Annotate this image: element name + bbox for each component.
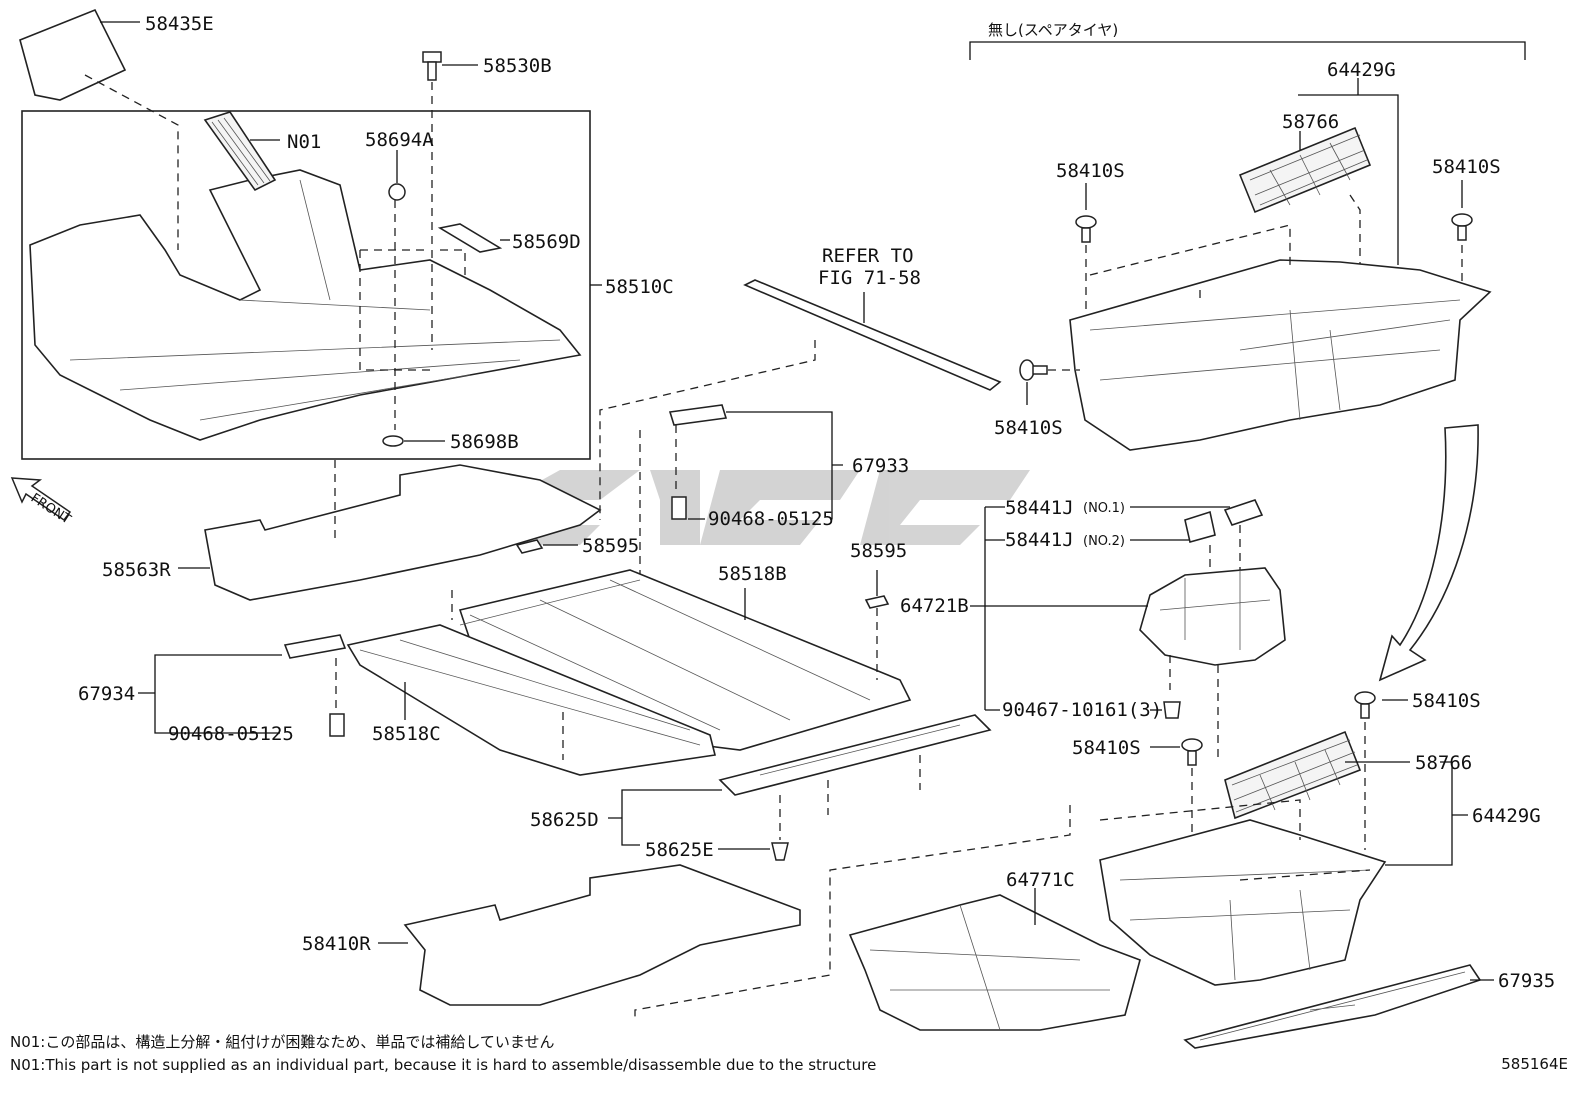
label-no2: (NO.2)	[1083, 534, 1125, 549]
note-n01-japanese: N01:この部品は、構造上分解・組付けが困難なため、単品では補給していません	[10, 1033, 555, 1051]
label-90468-05125-b: 90468-05125	[168, 723, 294, 745]
label-90468-05125-a: 90468-05125	[708, 508, 834, 530]
part-64771C-shape	[848, 894, 1141, 1031]
label-67934: 67934	[78, 683, 135, 705]
clip-58694A	[388, 183, 406, 201]
clip-90468-b	[329, 713, 345, 737]
part-58595-a	[515, 539, 544, 554]
label-67935: 67935	[1498, 970, 1555, 992]
clip-58410S-c	[1019, 359, 1048, 381]
label-58441J-a: 58441J	[1005, 497, 1074, 519]
label-58410S-c: 58410S	[994, 417, 1063, 439]
part-67933-shape	[668, 404, 728, 426]
label-58410R: 58410R	[302, 933, 371, 955]
label-58766-b: 58766	[1415, 752, 1472, 774]
part-58518C-shape	[346, 624, 716, 776]
clip-58410S-a	[1075, 215, 1097, 243]
label-fig-71-58: FIG 71-58	[818, 267, 921, 289]
label-58569D: 58569D	[512, 231, 581, 253]
label-58595-a: 58595	[582, 535, 639, 557]
part-64429G-b-shape	[1099, 819, 1387, 986]
label-58530B: 58530B	[483, 55, 552, 77]
clip-90468-a	[671, 496, 687, 520]
part-rail-shape	[743, 279, 1002, 391]
label-58410S-b: 58410S	[1432, 156, 1501, 178]
part-58441J-no2	[1184, 510, 1216, 543]
label-58595-b: 58595	[850, 540, 907, 562]
label-58563R: 58563R	[102, 559, 171, 581]
label-refer-to: REFER TO	[822, 245, 914, 267]
label-64721B: 64721B	[900, 595, 969, 617]
clip-58530B	[422, 51, 442, 81]
label-58441J-b: 58441J	[1005, 529, 1074, 551]
part-58569D-shape	[437, 223, 503, 253]
part-58766-a-shape	[1238, 126, 1372, 214]
front-arrow-icon	[10, 477, 72, 522]
header-bracket	[969, 41, 1526, 60]
label-N01: N01	[287, 131, 321, 153]
part-N01-shape	[203, 111, 277, 192]
part-58625D-shape	[718, 714, 992, 796]
label-67933: 67933	[852, 455, 909, 477]
spare-tire-header: 無し(スペアタイヤ)	[988, 21, 1119, 39]
part-58595-b	[864, 595, 890, 609]
label-58766-a: 58766	[1282, 111, 1339, 133]
part-64721B-shape	[1139, 567, 1286, 666]
label-58510C: 58510C	[605, 276, 674, 298]
label-58518B: 58518B	[718, 563, 787, 585]
part-58410R-shape	[403, 864, 801, 1006]
label-58694A: 58694A	[365, 129, 434, 151]
label-no1: (NO.1)	[1083, 501, 1125, 516]
label-58698B: 58698B	[450, 431, 519, 453]
clip-58698B	[382, 435, 404, 447]
arrow-transition-icon	[1378, 424, 1479, 682]
label-64429G-a: 64429G	[1327, 59, 1396, 81]
label-58410S-a: 58410S	[1056, 160, 1125, 182]
label-64771C: 64771C	[1006, 869, 1075, 891]
label-90467-10161: 90467-10161(3)	[1002, 699, 1162, 721]
part-67934-shape	[283, 634, 347, 659]
label-58410S-e: 58410S	[1072, 737, 1141, 759]
part-58563R-shape	[204, 464, 602, 601]
label-64429G-b: 64429G	[1472, 805, 1541, 827]
label-58410S-d: 58410S	[1412, 690, 1481, 712]
part-67935-shape	[1183, 964, 1482, 1049]
label-58435E: 58435E	[145, 13, 214, 35]
label-58518C: 58518C	[372, 723, 441, 745]
label-58625D: 58625D	[530, 809, 599, 831]
figure-number: 585164E	[1501, 1055, 1568, 1073]
clip-58410S-e	[1181, 738, 1203, 766]
clip-90467-10161	[1163, 701, 1181, 719]
clip-58410S-d	[1354, 691, 1376, 719]
part-58441J-no1	[1223, 499, 1264, 526]
part-64429G-a-shape	[1069, 259, 1492, 451]
note-n01-english: N01:This part is not supplied as an indi…	[10, 1056, 877, 1074]
clip-58625E	[771, 842, 789, 861]
label-58625E: 58625E	[645, 839, 714, 861]
part-58435E-shape	[19, 8, 127, 101]
clip-58410S-b	[1451, 213, 1473, 241]
part-58510C-shape	[29, 169, 582, 441]
